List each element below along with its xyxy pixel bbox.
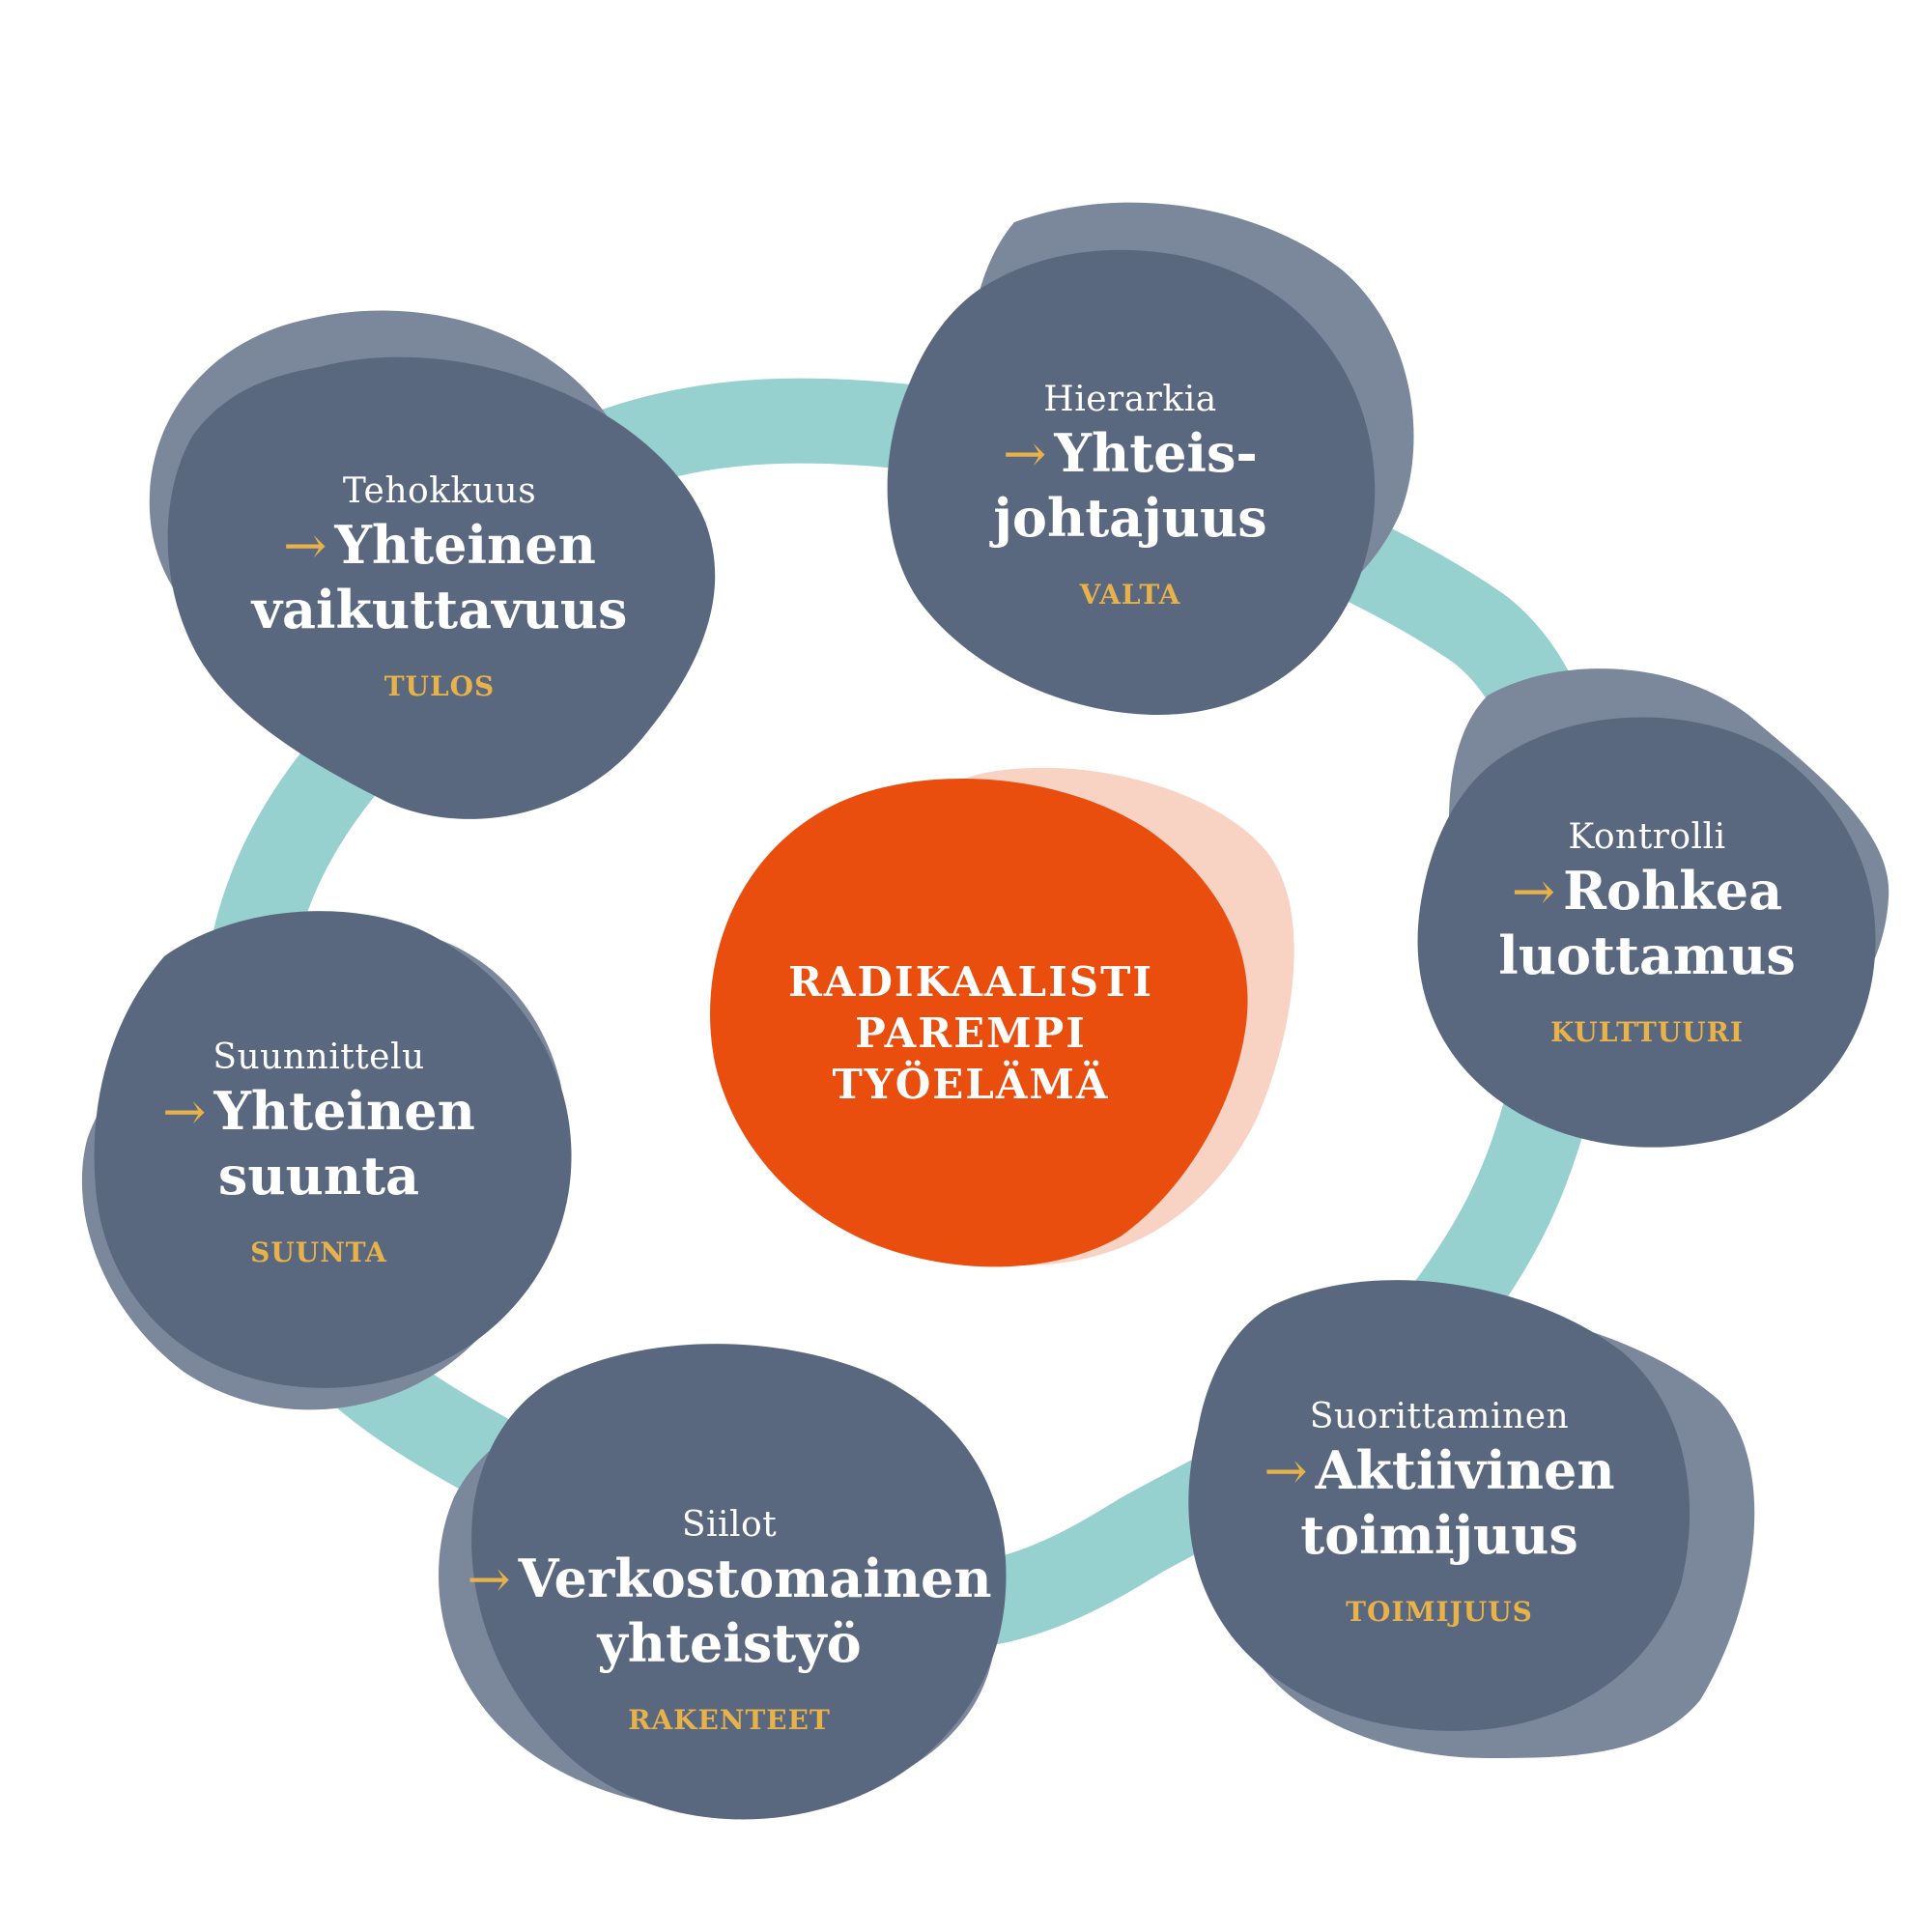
node-suunnittelu — [81, 911, 572, 1410]
arrow-icon: → — [1511, 861, 1556, 922]
node-suorittaminen-text: Suorittaminen →Aktiivinen toimijuus TOIM… — [1264, 1396, 1614, 1629]
node-category: VALTA — [1079, 579, 1181, 611]
node-from-label: Hierarkia — [1043, 380, 1217, 419]
node-suunnittelu-text: Suunnittelu →Yhteinen suunta SUUNTA — [162, 1037, 475, 1269]
node-from-label: Suunnittelu — [213, 1037, 425, 1077]
node-kontrolli-text: Kontrolli →Rohkea luottamus KULTTUURI — [1498, 816, 1795, 1049]
node-suorittaminen — [1188, 1280, 1755, 1758]
center-blob — [710, 779, 1248, 1267]
node-to-label: →Verkostomainen yhteistyö — [467, 1547, 991, 1675]
node-suunnittelu-blob — [94, 911, 572, 1388]
node-to-label: →Rohkea luottamus — [1498, 859, 1795, 987]
node-to-label: →Yhteinen vaikuttavuus — [252, 513, 628, 641]
node-to-label: →Aktiivinen toimijuus — [1264, 1438, 1614, 1567]
node-category: KULTTUURI — [1549, 1016, 1745, 1048]
node-kontrolli — [1417, 668, 1889, 1148]
node-tehokkuus — [149, 310, 716, 819]
node-to-text: Yhteinen suunta — [213, 1080, 475, 1207]
node-hierarkia-text: Hierarkia →Yhteis- johtajuus VALTA — [993, 379, 1266, 611]
node-tehokkuus-text: Tehokkuus →Yhteinen vaikuttavuus TULOS — [252, 470, 628, 703]
node-suorittaminen-blob — [1188, 1280, 1690, 1731]
arrow-icon: → — [467, 1548, 511, 1609]
node-from-label: Kontrolli — [1568, 817, 1726, 857]
arrow-icon: → — [1264, 1440, 1308, 1501]
node-from-label: Tehokkuus — [342, 471, 537, 511]
node-category: SUUNTA — [250, 1236, 387, 1268]
node-hierarkia-blob — [887, 249, 1376, 715]
arrow-icon: → — [162, 1081, 207, 1142]
node-from-label: Suorittaminen — [1309, 1397, 1570, 1436]
node-category: RAKENTEET — [628, 1704, 831, 1736]
node-from-label: Siilot — [681, 1505, 778, 1545]
node-hierarkia — [887, 202, 1414, 715]
node-to-text: Yhteinen vaikuttavuus — [251, 514, 628, 640]
node-to-text: Aktiivinen toimijuus — [1300, 1439, 1615, 1566]
node-to-label: →Yhteinen suunta — [162, 1079, 475, 1208]
node-to-label: →Yhteis- johtajuus — [993, 421, 1266, 550]
arrow-icon: → — [283, 515, 327, 576]
node-to-text: Yhteis- johtajuus — [993, 422, 1267, 549]
node-category: TOIMIJUUS — [1346, 1596, 1533, 1628]
node-siilot-blob — [471, 1344, 1007, 1820]
node-category: TULOS — [384, 670, 496, 702]
node-tehokkuus-blob — [167, 356, 716, 819]
center-node — [710, 767, 1294, 1267]
center-label: RADIKAALISTI PAREMPI TYÖELÄMÄ — [788, 958, 1153, 1108]
node-to-text: Rohkea luottamus — [1498, 860, 1796, 986]
node-siilot — [439, 1344, 1007, 1820]
arrow-icon: → — [1003, 423, 1047, 484]
node-siilot-text: Siilot →Verkostomainen yhteistyö RAKENTE… — [467, 1504, 991, 1737]
node-kontrolli-blob — [1417, 717, 1876, 1148]
node-to-text: Verkostomainen yhteistyö — [518, 1548, 992, 1674]
